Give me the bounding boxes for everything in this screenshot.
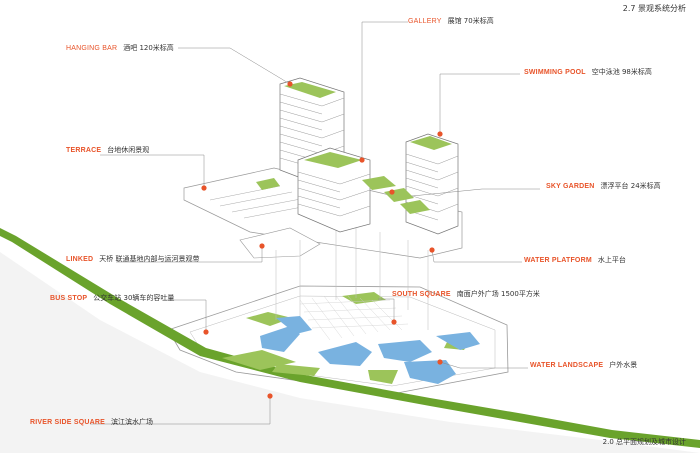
label-water-platform-en: WATER PLATFORM <box>524 257 592 264</box>
label-gallery: GALLERY 展馆 70米标高 <box>408 17 494 26</box>
label-water-platform-cn: 水上平台 <box>597 256 626 264</box>
label-river-side-square-en: RIVER SIDE SQUARE <box>30 419 105 426</box>
label-bus-stop: BUS STOP 公交车站 30辆车的容吐量 <box>50 294 174 303</box>
tower-swimming-pool <box>405 133 459 235</box>
label-water-landscape-en: WATER LANDSCAPE <box>530 362 604 369</box>
label-river-side-square-cn: 滨江滨水广场 <box>110 418 153 426</box>
projection-lines <box>275 225 429 330</box>
label-south-square-cn: 南面户外广场 1500平方米 <box>456 290 540 298</box>
label-linked: LINKED 天桥 联通基地内部与运河景观带 <box>66 255 200 264</box>
water-pool <box>436 332 480 350</box>
label-bus-stop-cn: 公交车站 30辆车的容吐量 <box>93 294 175 302</box>
water-pool <box>404 360 456 384</box>
ground-lawn <box>342 292 386 304</box>
label-water-landscape-cn: 户外水景 <box>609 361 638 369</box>
label-sky-garden-cn: 漂浮平台 24米标高 <box>600 182 661 190</box>
label-water-landscape: WATER LANDSCAPE 户外水景 <box>530 361 637 370</box>
label-terrace-en: TERRACE <box>66 147 102 154</box>
rooftop-garden <box>304 152 362 168</box>
label-hanging-bar-en: HANGING BAR <box>66 45 118 52</box>
label-river-side-square: RIVER SIDE SQUARE 滨江滨水广场 <box>30 418 153 427</box>
label-linked-en: LINKED <box>66 256 94 263</box>
label-swimming-pool-cn: 空中泳池 98米标高 <box>591 68 652 76</box>
label-terrace: TERRACE 台地休闲景观 <box>66 146 149 155</box>
label-water-platform: WATER PLATFORM 水上平台 <box>524 256 626 265</box>
ground-lawn <box>368 370 398 384</box>
ground-lawn <box>246 312 292 326</box>
rooftop-garden <box>410 136 452 150</box>
label-hanging-bar-cn: 酒吧 120米标高 <box>123 44 174 52</box>
label-sky-garden: SKY GARDEN 漂浮平台 24米标高 <box>546 182 661 191</box>
footer-caption: 2.0 总平面规划及城市设计 <box>602 438 686 446</box>
label-swimming-pool: SWIMMING POOL 空中泳池 98米标高 <box>524 68 652 77</box>
water-pool <box>260 326 300 352</box>
water-pool <box>276 316 312 334</box>
rooftop-garden <box>284 82 336 98</box>
sky-garden-lawn <box>362 176 396 190</box>
label-linked-cn: 天桥 联通基地内部与运河景观带 <box>99 255 200 263</box>
label-gallery-cn: 展馆 70米标高 <box>447 17 494 25</box>
marker-dots <box>201 81 443 399</box>
section-title: 2.7 景观系统分析 <box>622 4 686 13</box>
leader-lines <box>90 21 540 425</box>
tower-gallery <box>297 147 371 233</box>
label-sky-garden-en: SKY GARDEN <box>546 183 595 190</box>
label-south-square: SOUTH SQUARE 南面户外广场 1500平方米 <box>392 290 540 299</box>
label-bus-stop-en: BUS STOP <box>50 295 88 302</box>
podium-terraces <box>209 185 319 219</box>
label-south-square-en: SOUTH SQUARE <box>392 291 451 298</box>
label-swimming-pool-en: SWIMMING POOL <box>524 69 586 76</box>
sky-garden-lawn <box>256 178 280 190</box>
label-terrace-cn: 台地休闲景观 <box>107 146 150 154</box>
riverside-lower-band <box>0 252 700 453</box>
label-gallery-en: GALLERY <box>408 18 442 25</box>
water-pool <box>318 342 372 366</box>
label-hanging-bar: HANGING BAR 酒吧 120米标高 <box>66 44 174 53</box>
water-pool <box>378 340 432 362</box>
ground-lawn <box>272 364 320 376</box>
ground-grid <box>299 295 409 341</box>
sky-garden-lawn <box>400 200 430 214</box>
